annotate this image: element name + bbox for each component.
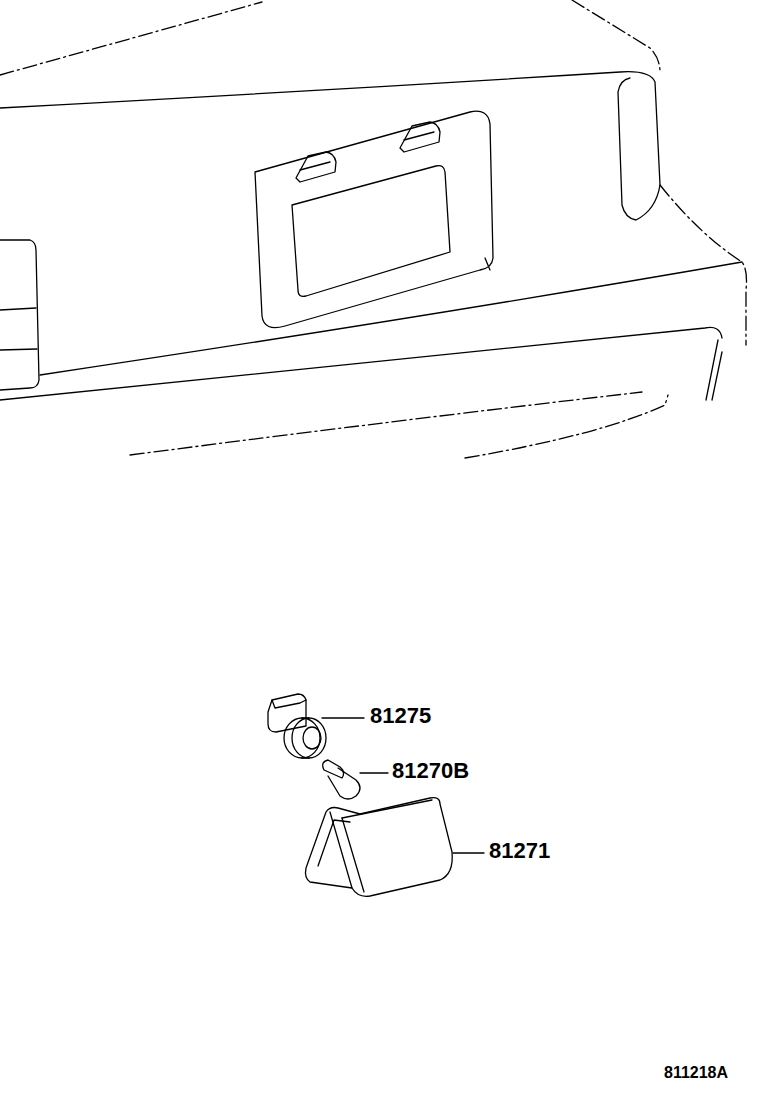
callout-number: 81271	[489, 840, 550, 862]
callout-number: 81275	[370, 705, 431, 727]
bulb	[323, 760, 360, 799]
figure-number: 811218A	[664, 1065, 728, 1081]
socket	[268, 694, 326, 758]
callout-number: 81270B	[392, 760, 469, 782]
lamp-lens	[306, 798, 453, 897]
